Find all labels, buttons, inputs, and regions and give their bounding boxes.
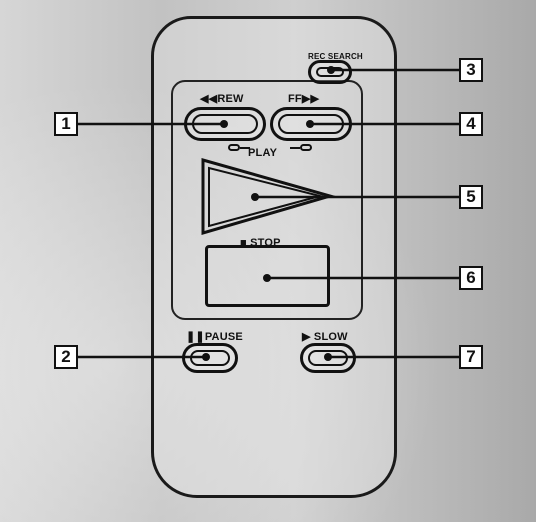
play-indicator-left	[228, 144, 240, 151]
ff-label: FF▶▶	[288, 93, 320, 105]
pause-label: ❚❚PAUSE	[186, 331, 243, 343]
callout-2: 2	[54, 345, 78, 369]
callout-4: 4	[459, 112, 483, 136]
slow-label: ▶ SLOW	[302, 331, 348, 343]
callout-3: 3	[459, 58, 483, 82]
stop-button[interactable]	[205, 245, 330, 307]
play-button[interactable]	[201, 158, 336, 235]
play-indicator-right	[300, 144, 312, 151]
remote-control-body	[151, 16, 397, 498]
play-label: PLAY	[248, 147, 278, 159]
callout-7: 7	[459, 345, 483, 369]
rew-label: ◀◀REW	[200, 93, 244, 105]
rec-search-label: REC SEARCH	[308, 52, 363, 61]
callout-1: 1	[54, 112, 78, 136]
callout-6: 6	[459, 266, 483, 290]
callout-5: 5	[459, 185, 483, 209]
transport-panel	[171, 80, 363, 320]
